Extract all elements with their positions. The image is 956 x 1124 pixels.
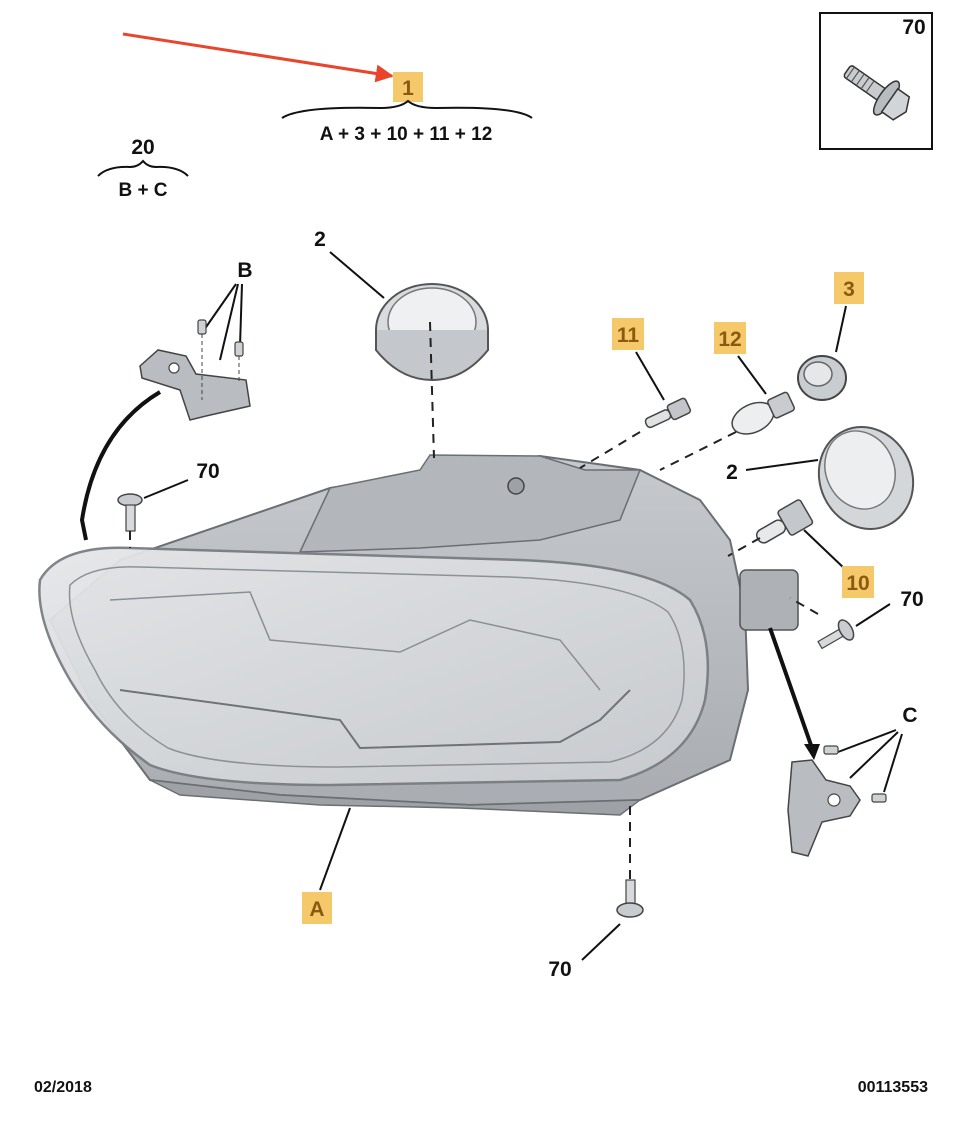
leader-3 [835,305,847,353]
screw-c-1 [823,745,839,755]
main-part-highlight [393,72,423,102]
callout-a-highlight [302,892,332,924]
sub-assembly-ref[interactable]: 20 [131,136,154,159]
leader-10 [803,529,847,571]
bulb-10[interactable] [751,499,814,551]
flange-bolt-icon [843,65,911,121]
headlamp-unit[interactable] [38,454,799,816]
callout-2-mid[interactable]: 2 [726,461,738,484]
dash-10 [727,537,761,557]
bracket-b-mount-arrow [79,390,162,541]
main-part-formula: A + 3 + 10 + 11 + 12 [320,124,493,145]
reflector-contour [119,689,631,750]
callout-70-left[interactable]: 70 [196,460,219,483]
reflector-upper-contour [109,591,601,691]
bulb-12[interactable] [727,388,797,440]
callout-70-right[interactable]: 70 [900,588,923,611]
rear-connector-block [739,569,799,631]
leader-11 [635,351,665,401]
callout-11[interactable]: 11 [617,324,640,347]
bulb-11[interactable] [643,397,692,431]
screw-70-left[interactable] [117,493,143,532]
red-pointer-arrow [122,32,394,83]
dash-70-right [789,597,819,615]
bracket-c[interactable] [787,759,861,857]
headlamp-top-shelf [298,454,642,553]
headlamp-bottom-trim [149,779,643,816]
callout-a[interactable]: A [309,898,324,921]
callout-3[interactable]: 3 [843,278,855,301]
leader-70-bottom [581,923,621,961]
leader-2-mid [745,459,819,471]
callout-12-highlight [714,322,746,354]
lens-inner-edge [68,566,685,768]
callout-10-highlight [842,566,874,598]
bracket-b[interactable] [139,349,251,421]
callout-2-top[interactable]: 2 [314,228,326,251]
dash-11 [579,431,641,469]
screw-b-1 [197,319,207,400]
leader-70-right [855,603,891,627]
screw-70-right[interactable] [815,617,857,654]
footer-date: 02/2018 [34,1079,92,1096]
headlamp-lens [38,546,710,787]
dash-2-top [429,321,435,459]
callout-10[interactable]: 10 [846,572,869,595]
footer-ref-number: 00113553 [858,1079,928,1096]
leader-70-left [143,479,189,499]
bracket-c-arrowhead [804,744,820,760]
leader-c-2 [849,731,899,779]
leader-b-1 [203,283,237,331]
dust-cap-side[interactable] [802,411,929,544]
callout-12[interactable]: 12 [718,328,741,351]
bracket-c-mount-arrow [768,627,814,749]
leader-12 [737,355,767,395]
leader-b-2 [219,283,239,361]
inset-screw-box: 70 [819,12,933,150]
main-part-brace [281,99,533,119]
adjuster-knob [507,477,525,495]
screw-c-2 [871,793,887,803]
screw-b-2 [234,341,244,384]
sub-assembly-brace [97,159,189,177]
sub-assembly-formula: B + C [118,180,167,201]
callout-3-highlight [834,272,864,304]
main-part-ref[interactable]: 1 [402,77,414,100]
screw-70-bottom[interactable] [616,879,644,918]
leader-c-3 [883,733,903,793]
callout-c[interactable]: C [902,704,917,727]
bulb-holder-3[interactable] [797,355,847,401]
leader-b-3 [239,283,243,347]
dash-12 [659,431,737,471]
inset-ref[interactable]: 70 [902,16,925,39]
callout-b[interactable]: B [237,259,252,282]
leader-c-1 [837,729,897,753]
dust-cap-top[interactable] [375,283,489,382]
callout-11-highlight [612,318,644,350]
leader-2-top [329,251,385,299]
callout-70-bottom[interactable]: 70 [548,958,571,981]
leader-a [319,807,351,891]
